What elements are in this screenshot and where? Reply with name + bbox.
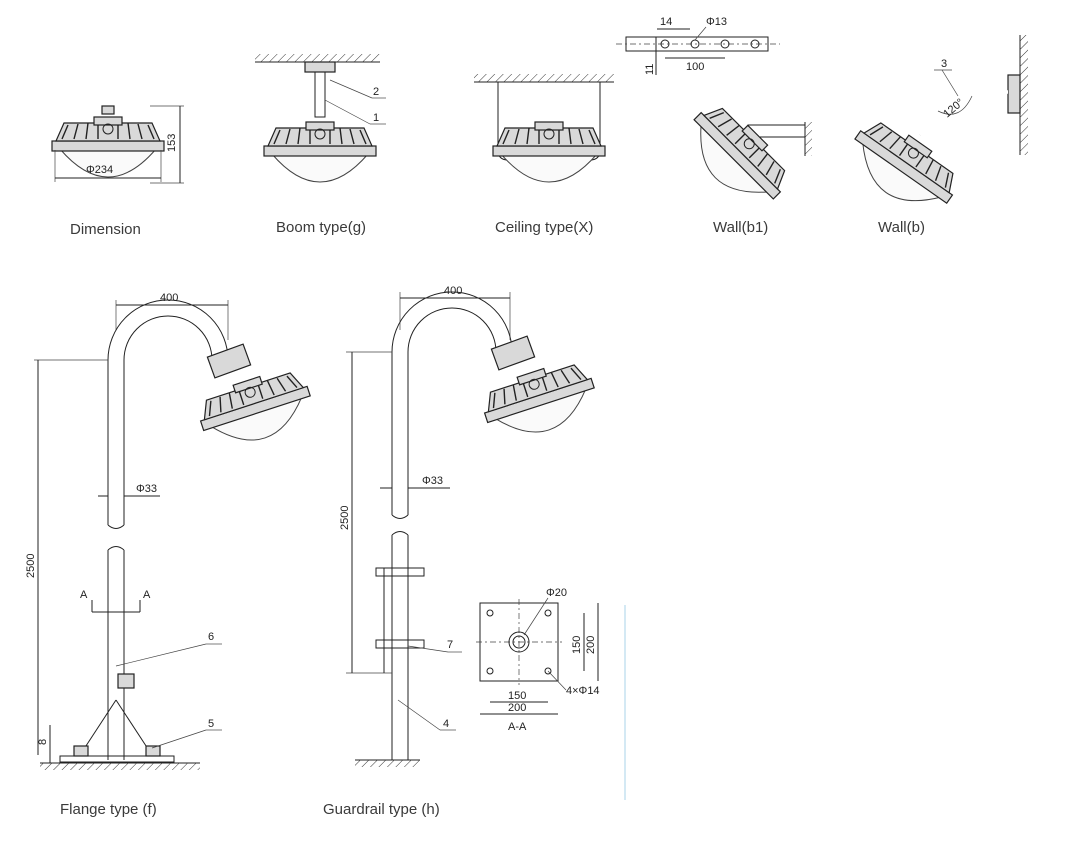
dim-200-h: 200 (508, 702, 526, 714)
dim-4phi14: 4×Φ14 (566, 685, 600, 697)
dim-14: 14 (660, 16, 672, 28)
dim-400-left: 400 (160, 292, 178, 304)
section-a-right: A (143, 589, 151, 601)
caption-guardrail: Guardrail type (h) (323, 801, 440, 818)
callout-6: 6 (208, 631, 214, 643)
dim-phi33-left: Φ33 (136, 483, 157, 495)
callout-7: 7 (447, 639, 453, 651)
boom-view: 2 1 (255, 54, 386, 183)
section-a-left: A (80, 589, 88, 601)
caption-wall-b1: Wall(b1) (713, 219, 769, 236)
section-aa-plate: Φ20 4×Φ14 150 200 150 200 A-A (476, 587, 600, 733)
dim-150-h: 150 (508, 690, 526, 702)
dim-2500-left: 2500 (25, 554, 37, 578)
flange-view: 400 2500 Φ33 A A 6 5 8 (25, 292, 319, 770)
dim-11: 11 (644, 64, 656, 75)
dim-phi20: Φ20 (546, 587, 567, 599)
callout-4: 4 (443, 718, 449, 730)
wall-b1-bracket-detail: 14 Φ13 100 11 (616, 16, 780, 75)
callout-2: 2 (373, 86, 379, 98)
dim-153: 153 (166, 134, 178, 152)
dim-400-right: 400 (444, 285, 462, 297)
guardrail-view: 400 2500 Φ33 7 4 (339, 285, 603, 767)
caption-ceiling: Ceiling type(X) (495, 219, 594, 236)
ceiling-view (474, 74, 614, 183)
dim-8: 8 (37, 739, 49, 745)
dim-phi234: Φ234 (86, 164, 113, 176)
dimension-view: Φ234 153 (51, 105, 184, 184)
wall-b-view: 120° 3 (839, 35, 1028, 226)
dim-200-v: 200 (585, 636, 597, 654)
caption-boom: Boom type(g) (276, 219, 367, 236)
callout-5: 5 (208, 718, 214, 730)
wall-b1-view (675, 94, 812, 218)
dim-150-v: 150 (571, 636, 583, 654)
callout-1: 1 (373, 112, 379, 124)
dim-phi13: Φ13 (706, 16, 727, 28)
caption-wall-b: Wall(b) (878, 219, 925, 236)
section-label-aa: A-A (508, 721, 527, 733)
caption-dimension: Dimension (70, 221, 141, 238)
dim-100: 100 (686, 61, 704, 73)
caption-flange: Flange type (f) (60, 801, 157, 818)
dim-2500-right: 2500 (339, 506, 351, 530)
dim-phi33-right: Φ33 (422, 475, 443, 487)
callout-3: 3 (941, 58, 947, 70)
